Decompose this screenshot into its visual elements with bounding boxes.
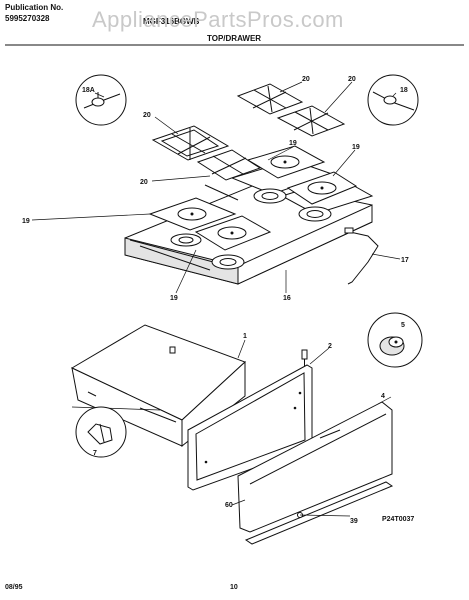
callout-60: 60 (225, 502, 233, 509)
cooktop-side-face (237, 204, 373, 285)
callout-19-rear-right: 19 (352, 144, 360, 151)
burner-rear-left (253, 188, 287, 204)
model-number: MGF316BGWB (143, 17, 200, 26)
callout-19-front: 19 (170, 295, 178, 302)
burner-front-right (211, 254, 245, 270)
callout-20-rear-right: 20 (348, 76, 356, 83)
footer-page-number: 10 (230, 584, 238, 591)
figure-code: P24T0037 (382, 516, 415, 523)
callout-20-center: 20 (140, 179, 148, 186)
callout-39: 39 (350, 518, 358, 525)
section-title: TOP/DRAWER (207, 34, 262, 43)
grate-rear-right (276, 105, 346, 137)
callout-18a: 18A (82, 87, 95, 94)
footer-date: 08/95 (5, 584, 23, 591)
callout-1: 1 (243, 333, 247, 340)
callout-20-left: 20 (143, 112, 151, 119)
callout-20-rear-left: 20 (302, 76, 310, 83)
callout-16: 16 (283, 295, 291, 302)
burner-rear-right (298, 206, 332, 222)
grate-rear-left (236, 83, 304, 115)
callout-19-left: 19 (22, 218, 30, 225)
callout-4: 4 (381, 393, 385, 400)
drawer-handle-trim (244, 481, 394, 545)
publication-label: Publication No. (5, 3, 64, 12)
callout-7: 7 (93, 450, 97, 457)
watermark: AppliancePartsPros.com (92, 7, 344, 32)
inset-18a (75, 74, 127, 126)
burner-front-left (170, 233, 202, 247)
callout-2: 2 (328, 343, 332, 350)
callout-leaders-top (31, 81, 401, 294)
callout-19-rear-left: 19 (289, 140, 297, 147)
grate-left (151, 125, 230, 161)
callout-17: 17 (401, 257, 409, 264)
grate-center (196, 149, 262, 181)
drawer-assembly (70, 324, 394, 545)
inset-7 (75, 406, 127, 458)
inset-circle-7 (75, 406, 127, 458)
cooktop-assembly (124, 145, 374, 285)
callout-18: 18 (400, 87, 408, 94)
inset-18 (367, 74, 419, 126)
callout-5: 5 (401, 322, 405, 329)
inset-5 (367, 312, 423, 368)
publication-number: 5995270328 (5, 14, 50, 23)
igniter-wire (347, 231, 379, 285)
burner-grates (151, 83, 346, 181)
